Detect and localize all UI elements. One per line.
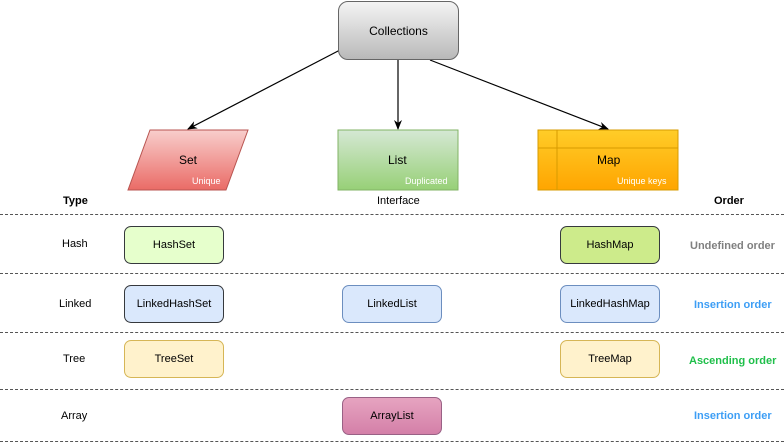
collections-label: Collections: [369, 23, 428, 38]
order-array: Insertion order: [694, 410, 772, 422]
linkedlist-label: LinkedList: [367, 298, 417, 310]
list-label: List: [388, 153, 407, 167]
hashset-label: HashSet: [152, 239, 196, 251]
treemap-node: TreeMap: [560, 340, 660, 378]
treeset-label: TreeSet: [154, 353, 194, 365]
arrow-to-map: [429, 59, 609, 130]
linkedlist-node: LinkedList: [342, 285, 442, 323]
hashset-node: HashSet: [124, 226, 224, 264]
treeset-node: TreeSet: [124, 340, 224, 378]
linkedhashmap-node: LinkedHashMap: [560, 285, 660, 323]
arrow-to-set: [187, 49, 341, 130]
order-header: Order: [714, 195, 744, 207]
row-divider: [0, 441, 784, 442]
set-label: Set: [179, 153, 198, 167]
row-divider: [0, 332, 784, 333]
row-divider: [0, 389, 784, 390]
order-hash: Undefined order: [690, 240, 775, 252]
order-tree: Ascending order: [689, 355, 777, 367]
linkedhashset-label: LinkedHashSet: [136, 298, 212, 310]
row-divider: [0, 214, 784, 215]
type-label-linked: Linked: [59, 298, 92, 310]
linkedhashset-node: LinkedHashSet: [124, 285, 224, 323]
collections-node: Collections: [338, 1, 459, 60]
type-header: Type: [63, 195, 88, 207]
order-linked: Insertion order: [694, 299, 772, 311]
list-shape: [337, 129, 459, 191]
type-label-tree: Tree: [63, 353, 86, 365]
row-divider: [0, 273, 784, 274]
set-sub: Unique: [192, 176, 221, 186]
map-sub: Unique keys: [617, 176, 667, 186]
type-label-array: Array: [61, 410, 88, 422]
set-shape: [127, 129, 249, 191]
arraylist-node: ArrayList: [342, 397, 442, 435]
map-shape: [537, 129, 679, 191]
list-sub: Duplicated: [405, 176, 448, 186]
linkedhashmap-label: LinkedHashMap: [570, 298, 650, 310]
hashmap-node: HashMap: [560, 226, 660, 264]
interface-header: Interface: [377, 195, 420, 207]
hashmap-label: HashMap: [586, 239, 634, 251]
type-label-hash: Hash: [62, 238, 88, 250]
treemap-label: TreeMap: [588, 353, 632, 365]
arraylist-label: ArrayList: [370, 410, 414, 422]
map-label: Map: [597, 153, 621, 167]
